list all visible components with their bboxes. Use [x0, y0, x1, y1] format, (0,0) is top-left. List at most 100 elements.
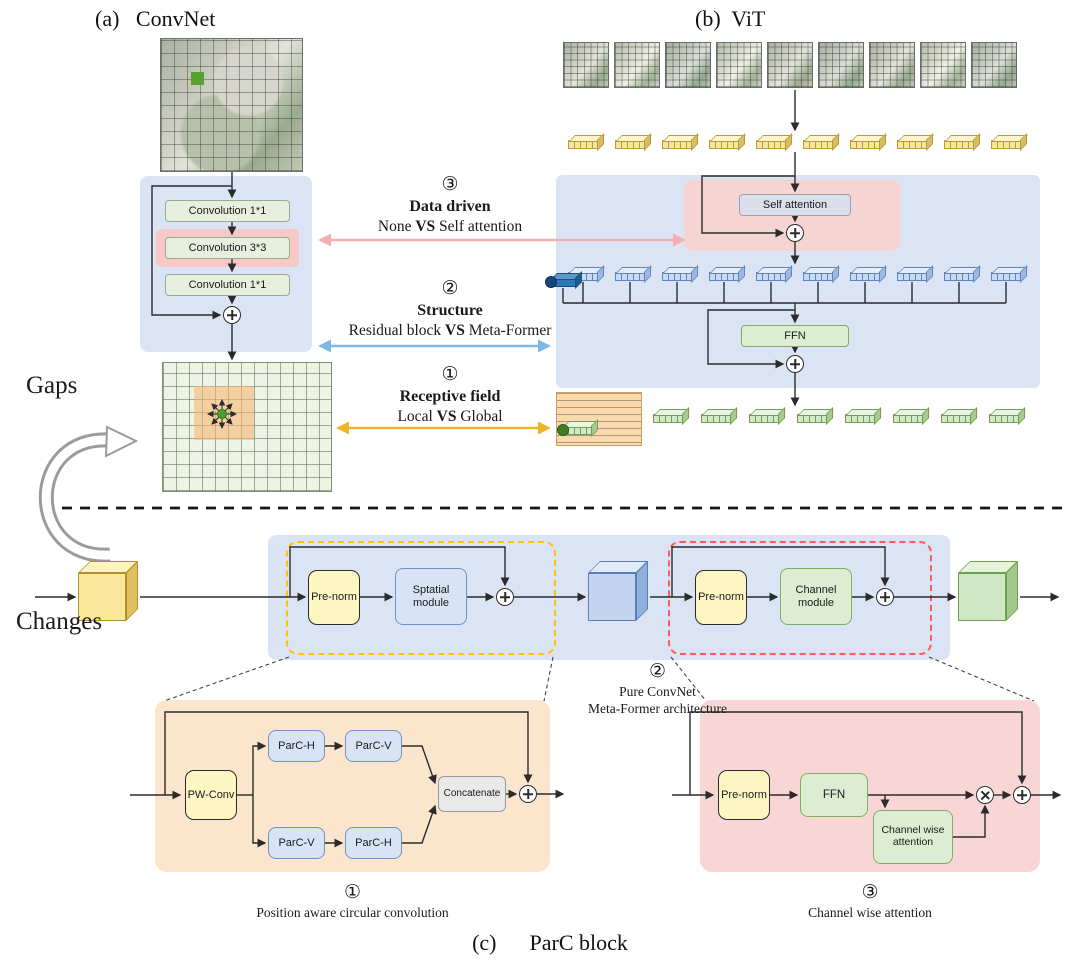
parc-v-top-box: ParC-V: [345, 730, 402, 762]
gap-number-2: ②: [441, 277, 459, 299]
gap-note-structure: ② Structure Residual block VS Meta-Forme…: [320, 276, 580, 341]
image-patch: [614, 42, 660, 88]
gap-comparison-structure: Residual block VS Meta-Former: [320, 321, 580, 341]
image-patch: [920, 42, 966, 88]
token: [941, 414, 971, 423]
token-row-output: [653, 414, 1019, 423]
token: [615, 140, 645, 149]
vit-ffn-add-icon: [786, 355, 804, 373]
token: [803, 272, 833, 281]
changes-label: Changes: [16, 608, 103, 635]
ffn-detail-box: FFN: [800, 773, 868, 817]
note-number-2: ②: [648, 660, 667, 682]
conv-kernel-marker: [191, 72, 204, 85]
token: [803, 140, 833, 149]
spatial-caption: ① Position aware circular convolution: [155, 880, 550, 921]
convnet-add-icon: [223, 306, 241, 324]
channel-caption: ③ Channel wise attention: [700, 880, 1040, 921]
pw-conv-box: PW-Conv: [185, 770, 237, 820]
token: [944, 140, 974, 149]
cube-face: [126, 561, 138, 621]
note-line-2: Meta-Former architecture: [587, 701, 728, 716]
channel-module-box: Channel module: [780, 568, 852, 625]
token: [709, 272, 739, 281]
token: [991, 272, 1021, 281]
gap-right-term: Meta-Former: [468, 322, 552, 339]
token: [850, 272, 880, 281]
image-patch: [716, 42, 762, 88]
input-tensor-cube: [78, 561, 138, 621]
gap-number-1: ①: [441, 363, 459, 385]
token-row-embeddings: [568, 140, 1021, 149]
section-c-title: (c) ParC block: [472, 930, 628, 955]
gap-comparison-receptive: Local VS Global: [320, 407, 580, 427]
global-receptive-box: [556, 392, 642, 446]
gap-note-data-driven: ③ Data driven None VS Self attention: [320, 172, 580, 237]
gap-title-structure: Structure: [417, 302, 483, 319]
gap-comparison-data-driven: None VS Self attention: [320, 217, 580, 237]
gap-left-term: None: [377, 218, 412, 235]
channel-multiply-icon: [976, 786, 994, 804]
vit-attention-add-icon: [786, 224, 804, 242]
gap-title-data-driven: Data driven: [409, 198, 491, 215]
gap-note-receptive-field: ① Receptive field Local VS Global: [320, 362, 580, 427]
gap-left-term: Residual block: [348, 322, 442, 339]
token: [709, 140, 739, 149]
gap-vs: VS: [415, 218, 436, 235]
pre-norm-detail-box: Pre-norm: [718, 770, 770, 820]
cube-face: [588, 573, 636, 621]
image-patch: [563, 42, 609, 88]
token: [701, 414, 731, 423]
gap-right-term: Global: [460, 408, 503, 425]
image-patch: [665, 42, 711, 88]
note-line-1: Pure ConvNet: [619, 684, 696, 699]
channel-wise-attention-box: Channel wise attention: [873, 810, 953, 864]
caption-number-3: ③: [861, 881, 879, 903]
token: [897, 140, 927, 149]
local-receptive-field-highlight: [194, 386, 254, 440]
token: [662, 272, 692, 281]
parc-v-bottom-box: ParC-V: [268, 827, 325, 859]
patch-row: [563, 42, 1017, 88]
channel-add-icon: [876, 588, 894, 606]
spatial-branch-dashed-outline: [286, 541, 556, 655]
intermediate-tensor-cube: [588, 561, 648, 621]
token: [568, 140, 598, 149]
parc-add-icon: [519, 785, 537, 803]
token: [845, 414, 875, 423]
pre-norm-spatial-box: Pre-norm: [308, 570, 360, 625]
caption-text: Position aware circular convolution: [256, 905, 449, 920]
input-image: [160, 38, 303, 172]
token: [893, 414, 923, 423]
image-patch: [767, 42, 813, 88]
gaps-label: Gaps: [26, 372, 78, 399]
gap-title-receptive: Receptive field: [399, 388, 501, 405]
cube-face: [78, 573, 126, 621]
image-patch: [869, 42, 915, 88]
token-row-attended: [568, 272, 1021, 281]
token: [615, 272, 645, 281]
gap-number-3: ③: [441, 173, 459, 195]
token: [850, 140, 880, 149]
token: [749, 414, 779, 423]
gap-vs: VS: [436, 408, 457, 425]
global-token: [557, 424, 592, 436]
channel-branch-dashed-outline: [668, 541, 932, 655]
cube-face: [958, 573, 1006, 621]
token: [653, 414, 683, 423]
conv-1x1-top-box: Convolution 1*1: [165, 200, 290, 222]
pre-norm-channel-box: Pre-norm: [695, 570, 747, 625]
token: [991, 140, 1021, 149]
conv-3x3-box: Convolution 3*3: [165, 237, 290, 259]
spatial-add-icon: [496, 588, 514, 606]
query-token-dot: [545, 276, 557, 288]
concatenate-box: Concatenate: [438, 776, 506, 812]
token: [756, 140, 786, 149]
ffn-box: FFN: [741, 325, 849, 347]
global-token-dot: [557, 424, 569, 436]
cube-face: [1006, 561, 1018, 621]
caption-text: Channel wise attention: [808, 905, 932, 920]
parc-h-bottom-box: ParC-H: [345, 827, 402, 859]
conv-1x1-bottom-box: Convolution 1*1: [165, 274, 290, 296]
self-attention-box: Self attention: [739, 194, 851, 216]
